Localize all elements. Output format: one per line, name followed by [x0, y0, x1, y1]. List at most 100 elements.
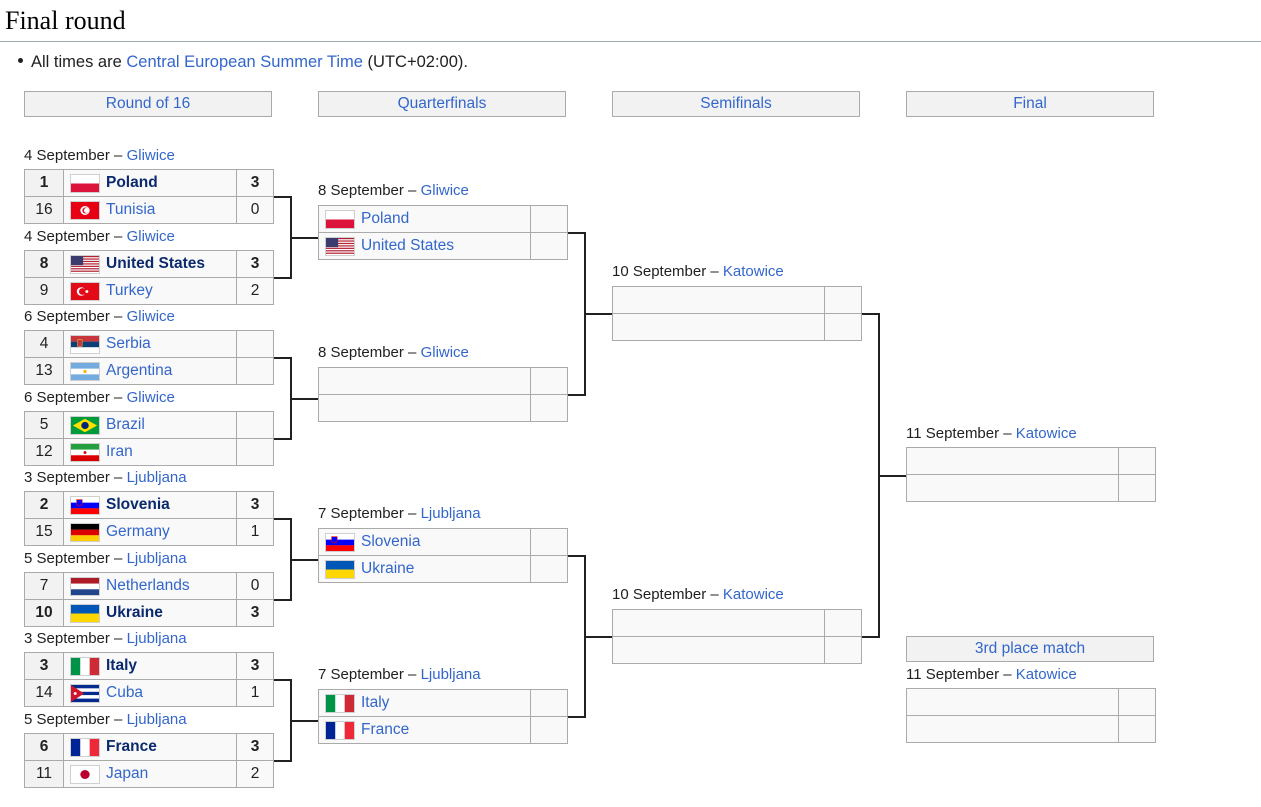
r16-match-6-team-cell[interactable]: Netherlands	[64, 572, 237, 600]
r16-match-3-team-cell[interactable]: Argentina	[64, 358, 237, 385]
team-name-link[interactable]: Argentina	[106, 362, 173, 379]
r16-match-8-venue-link[interactable]: Ljubljana	[126, 711, 187, 728]
team-name-link[interactable]: Tunisia	[106, 201, 156, 218]
japan-flag-icon	[70, 764, 100, 784]
team-name-link[interactable]: Brazil	[106, 416, 145, 433]
qf-match-4-venue-link[interactable]: Ljubljana	[420, 666, 481, 683]
team-name-link[interactable]: Iran	[106, 443, 133, 460]
qf-match-3-team-cell[interactable]: Slovenia	[318, 528, 531, 556]
bracket-connector	[290, 559, 318, 561]
sf-match-1-team-cell	[612, 286, 825, 314]
team-name-link[interactable]: France	[361, 721, 410, 738]
r16-match-1-seed: 16	[24, 197, 64, 224]
r16-match-5-team-cell[interactable]: Slovenia	[64, 491, 237, 519]
sf-match-1-team-cell	[612, 314, 825, 341]
round-header-quarterfinals[interactable]: Quarterfinals	[318, 91, 566, 117]
team-name-link[interactable]: Slovenia	[106, 496, 170, 513]
r16-match-3-team-cell[interactable]: Serbia	[64, 330, 237, 358]
round-header-final[interactable]: Final	[906, 91, 1154, 117]
final-match-row-1	[906, 447, 1156, 475]
sf-match-1-score	[825, 314, 862, 341]
team-name-link[interactable]: Netherlands	[106, 577, 190, 594]
qf-match-2-venue-link[interactable]: Gliwice	[420, 344, 469, 361]
r16-match-3-score	[237, 330, 274, 358]
usa-flag-icon	[70, 254, 100, 274]
r16-match-7-team-cell[interactable]: Italy	[64, 652, 237, 680]
r16-match-1-team-cell[interactable]: Tunisia	[64, 197, 237, 224]
qf-match-1-team-cell[interactable]: Poland	[318, 205, 531, 233]
r16-match-7-seed: 3	[24, 652, 64, 680]
final-match-venue-link[interactable]: Katowice	[1015, 425, 1077, 442]
team-name-link[interactable]: Ukraine	[361, 560, 415, 577]
team-name-link[interactable]: Poland	[106, 174, 158, 191]
r16-match-1-date: 4 September –	[24, 147, 127, 164]
team-name-link[interactable]: Slovenia	[361, 533, 421, 550]
round-header-third-place[interactable]: 3rd place match	[906, 636, 1154, 662]
qf-match-3-venue-link[interactable]: Ljubljana	[420, 505, 481, 522]
r16-match-5-team-cell[interactable]: Germany	[64, 519, 237, 546]
r16-match-6-venue-link[interactable]: Ljubljana	[126, 550, 187, 567]
sf-match-2-label: 10 September – Katowice	[612, 586, 784, 603]
r16-match-2-team-cell[interactable]: Turkey	[64, 278, 237, 305]
team-name-link[interactable]: Italy	[106, 657, 138, 674]
sf-match-2-row-1	[612, 609, 862, 637]
team-name-link[interactable]: Turkey	[106, 282, 153, 299]
r16-match-4-team-cell[interactable]: Iran	[64, 439, 237, 466]
team-name-link[interactable]: Germany	[106, 523, 170, 540]
sf-match-1-venue-link[interactable]: Katowice	[722, 263, 784, 280]
r16-match-2-score: 3	[237, 250, 274, 278]
team-name-link[interactable]: United States	[361, 237, 455, 254]
r16-match-7-team-cell[interactable]: Cuba	[64, 680, 237, 707]
r16-match-6-team-cell[interactable]: Ukraine	[64, 600, 237, 627]
r16-match-5-venue-link[interactable]: Ljubljana	[126, 469, 187, 486]
r16-match-2-team-cell[interactable]: United States	[64, 250, 237, 278]
team-name-link[interactable]: Serbia	[106, 335, 151, 352]
r16-match-1-team-cell[interactable]: Poland	[64, 169, 237, 197]
team-name-link[interactable]: United States	[106, 255, 206, 272]
qf-match-4-team-cell[interactable]: France	[318, 717, 531, 744]
team-name-link[interactable]: Poland	[361, 210, 410, 227]
qf-match-2-row-1	[318, 367, 568, 395]
qf-match-3-team-cell[interactable]: Ukraine	[318, 556, 531, 583]
qf-match-4-team-cell[interactable]: Italy	[318, 689, 531, 717]
r16-match-3-venue-link[interactable]: Gliwice	[126, 308, 175, 325]
team-name-link[interactable]: Italy	[361, 694, 390, 711]
r16-match-1-venue-link[interactable]: Gliwice	[126, 147, 175, 164]
r16-match-8-team-cell[interactable]: Japan	[64, 761, 237, 788]
round-header-semifinals[interactable]: Semifinals	[612, 91, 860, 117]
team-name-link[interactable]: Ukraine	[106, 604, 163, 621]
team-name-link[interactable]: Japan	[106, 765, 149, 782]
team-name-link[interactable]: France	[106, 738, 157, 755]
qf-match-1-score	[531, 205, 568, 233]
r16-match-8-team-cell[interactable]: France	[64, 733, 237, 761]
sf-match-2-venue-link[interactable]: Katowice	[722, 586, 784, 603]
r16-match-4-team-cell[interactable]: Brazil	[64, 411, 237, 439]
r16-match-2-venue-link[interactable]: Gliwice	[126, 228, 175, 245]
title-divider	[0, 41, 1261, 42]
italy-flag-icon	[70, 656, 100, 676]
team-name-link[interactable]: Cuba	[106, 684, 144, 701]
round-header-round-of-16[interactable]: Round of 16	[24, 91, 272, 117]
third-place-match-venue-link[interactable]: Katowice	[1015, 666, 1077, 683]
qf-match-2	[318, 367, 568, 422]
r16-match-2-score: 2	[237, 278, 274, 305]
serbia-flag-icon	[70, 334, 100, 354]
bracket-connector	[584, 636, 612, 638]
qf-match-1-team-cell[interactable]: United States	[318, 233, 531, 260]
qf-match-1-venue-link[interactable]: Gliwice	[420, 182, 469, 199]
r16-match-4-venue-link[interactable]: Gliwice	[126, 389, 175, 406]
sf-match-2-team-cell	[612, 609, 825, 637]
bracket-connector	[568, 394, 586, 396]
r16-match-7-venue-link[interactable]: Ljubljana	[126, 630, 187, 647]
qf-match-3-label: 7 September – Ljubljana	[318, 505, 481, 522]
timezone-link[interactable]: Central European Summer Time	[126, 53, 363, 71]
r16-match-4-date: 6 September –	[24, 389, 127, 406]
sf-match-2-score	[825, 609, 862, 637]
